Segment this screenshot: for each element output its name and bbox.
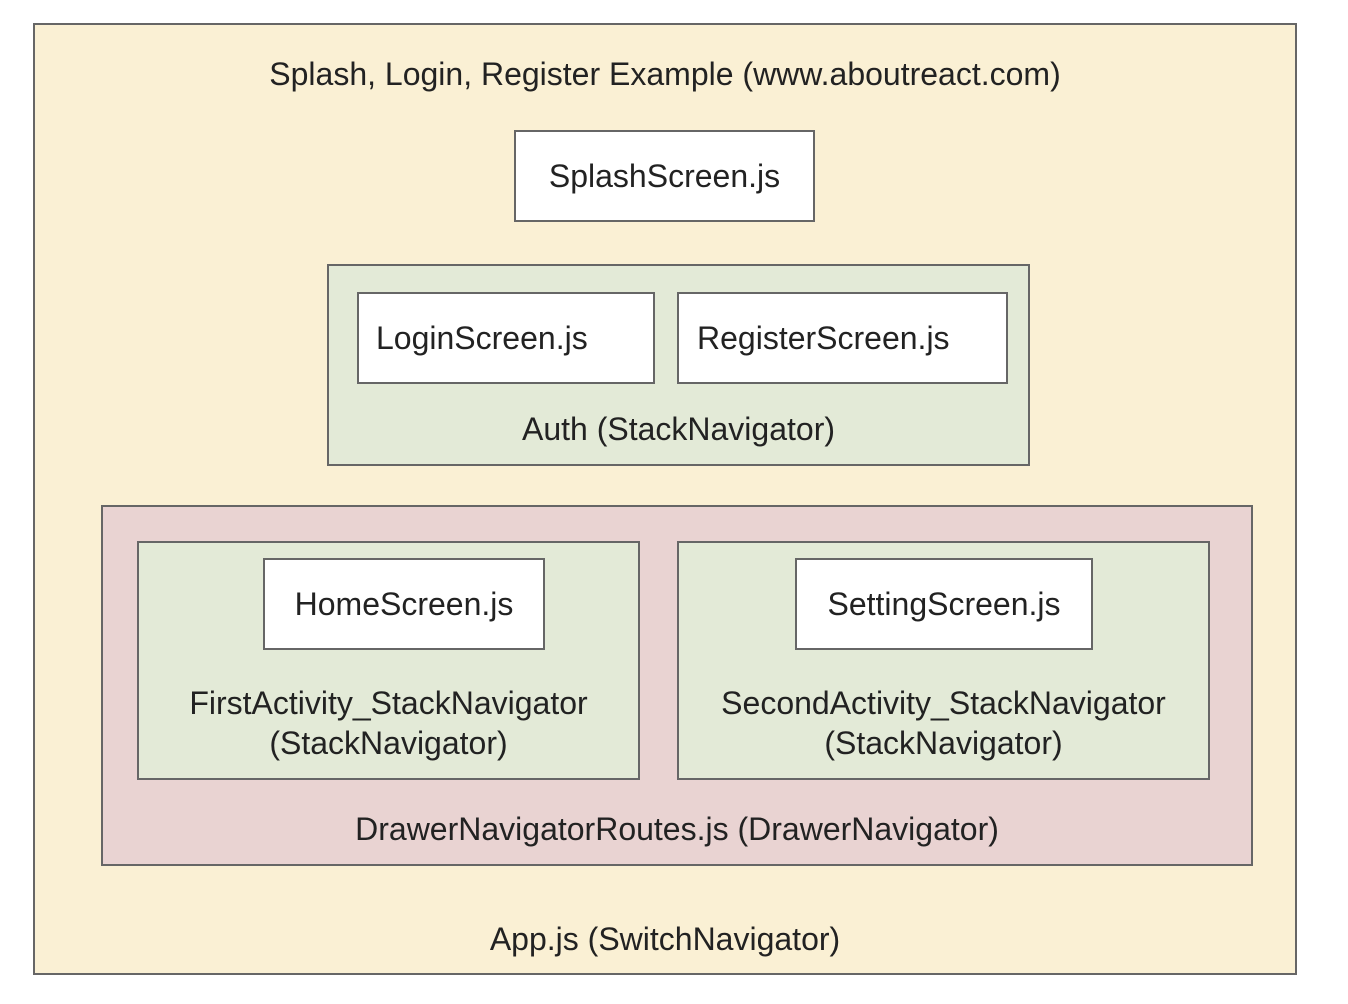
login-screen-node: LoginScreen.js — [357, 292, 655, 384]
drawer-navigator-label: DrawerNavigatorRoutes.js (DrawerNavigato… — [355, 811, 999, 847]
first-activity-stack-label-line2: (StackNavigator) — [269, 725, 508, 761]
second-activity-stack-label: SecondActivity_StackNavigator (StackNavi… — [677, 683, 1210, 763]
diagram-title: Splash, Login, Register Example (www.abo… — [269, 56, 1061, 92]
register-screen-node: RegisterScreen.js — [677, 292, 1008, 384]
second-activity-stack-label-line2: (StackNavigator) — [824, 725, 1063, 761]
home-screen-node: HomeScreen.js — [263, 558, 545, 650]
first-activity-stack-label: FirstActivity_StackNavigator (StackNavig… — [137, 683, 640, 763]
app-switch-navigator-label: App.js (SwitchNavigator) — [489, 921, 841, 957]
auth-stack-navigator-label: Auth (StackNavigator) — [521, 411, 835, 447]
setting-screen-node: SettingScreen.js — [795, 558, 1093, 650]
second-activity-stack-label-line1: SecondActivity_StackNavigator — [721, 685, 1166, 721]
first-activity-stack-label-line1: FirstActivity_StackNavigator — [189, 685, 588, 721]
splash-screen-node: SplashScreen.js — [514, 130, 815, 222]
